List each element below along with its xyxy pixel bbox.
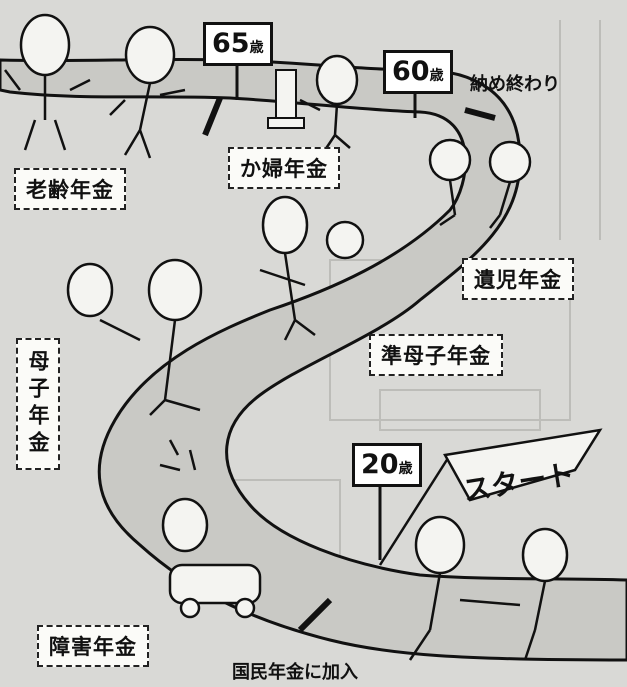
label-shougainenkin: 障害年金: [37, 625, 149, 667]
road-stripe: [297, 597, 333, 633]
label-boshinenkin: 母子年金: [16, 338, 60, 470]
age-65-sign: 65歳: [203, 22, 273, 66]
age-60-sign: 60歳: [383, 50, 453, 94]
gravestone: [267, 69, 305, 129]
label-kafunenkin: か婦年金: [228, 147, 340, 189]
age-unit: 歳: [249, 40, 264, 56]
start-flag: [378, 428, 603, 566]
elderly-couple-figures: [4, 13, 186, 159]
road-stripe: [202, 96, 223, 137]
age-65-value: 65: [212, 28, 250, 59]
widow-figure: [299, 54, 359, 151]
age-20-value: 20: [361, 449, 399, 480]
label-junboshinenkin: 準母子年金: [369, 334, 503, 376]
mother-with-child-figure: [259, 195, 365, 341]
age-unit: 歳: [429, 68, 444, 84]
road-stripe: [464, 107, 496, 121]
children-figures-top: [428, 138, 532, 229]
label-ikjinenkin: 遺児年金: [462, 258, 574, 300]
road: [0, 57, 627, 662]
osame-owari-text: 納め終わり: [470, 74, 560, 95]
kokumin-nenkin-text: 国民年金に加入: [232, 662, 358, 683]
age-20-sign: 20歳: [352, 443, 422, 487]
age-60-value: 60: [392, 56, 430, 87]
label-roureinenkin: 老齢年金: [14, 168, 126, 210]
accident-figure: [159, 439, 262, 619]
young-couple-figures: [408, 515, 569, 661]
mother-and-daughter-figure: [66, 258, 203, 416]
age-unit: 歳: [398, 461, 413, 477]
